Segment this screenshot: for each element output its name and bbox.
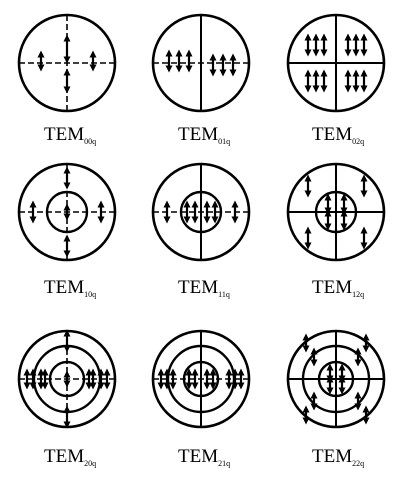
mode-panel: TEM01q [153, 15, 249, 146]
mode-label-subscript: 10q [84, 290, 96, 299]
mode-panel: TEM10q [19, 164, 115, 299]
mode-label-subscript: 01q [218, 137, 230, 146]
mode-label-main: TEM [312, 446, 352, 467]
mode-label: TEM12q [312, 277, 364, 299]
mode-label-subscript: 22q [352, 459, 364, 468]
mode-panel: TEM21q [153, 331, 249, 468]
mode-label-main: TEM [178, 446, 218, 467]
mode-label-main: TEM [44, 124, 84, 145]
mode-label-subscript: 02q [352, 137, 364, 146]
mode-label-subscript: 00q [84, 137, 96, 146]
mode-panel: TEM00q [19, 15, 115, 146]
mode-label: TEM10q [44, 277, 96, 299]
mode-label-main: TEM [44, 446, 84, 467]
mode-label: TEM11q [178, 277, 230, 299]
mode-label-subscript: 11q [218, 290, 230, 299]
mode-label: TEM00q [44, 124, 96, 146]
mode-label-main: TEM [312, 124, 352, 145]
mode-panel: TEM02q [288, 15, 384, 146]
mode-label: TEM22q [312, 446, 364, 468]
mode-label-main: TEM [178, 124, 218, 145]
mode-label: TEM01q [178, 124, 230, 146]
mode-label-subscript: 20q [84, 459, 96, 468]
mode-panel: TEM22q [288, 331, 384, 468]
mode-panel: TEM12q [288, 164, 384, 299]
mode-label: TEM02q [312, 124, 364, 146]
mode-label: TEM20q [44, 446, 96, 468]
mode-label-subscript: 21q [218, 459, 230, 468]
mode-label-main: TEM [44, 277, 84, 298]
mode-label: TEM21q [178, 446, 230, 468]
mode-label-main: TEM [312, 277, 352, 298]
mode-panel: TEM11q [153, 164, 249, 299]
mode-panel: TEM20q [19, 331, 115, 468]
mode-label-subscript: 12q [352, 290, 364, 299]
mode-label-main: TEM [178, 277, 218, 298]
